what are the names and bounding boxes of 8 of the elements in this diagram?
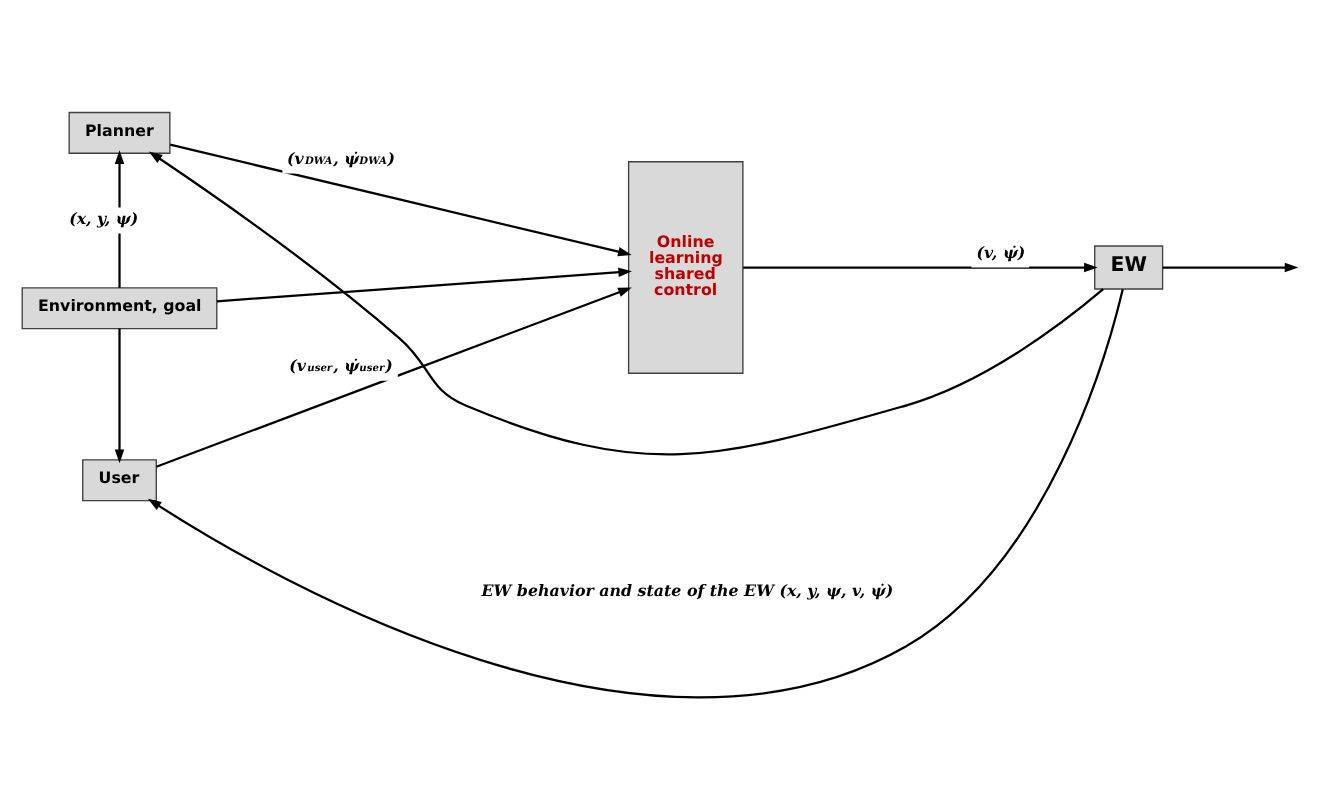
arrow [1162,262,1299,273]
arrow [155,287,632,468]
arrow [147,288,1124,699]
arrow [148,151,1104,456]
arrow [114,328,125,464]
arrow [743,262,1098,273]
node-box: EW [1094,245,1164,290]
arrow [216,267,632,303]
